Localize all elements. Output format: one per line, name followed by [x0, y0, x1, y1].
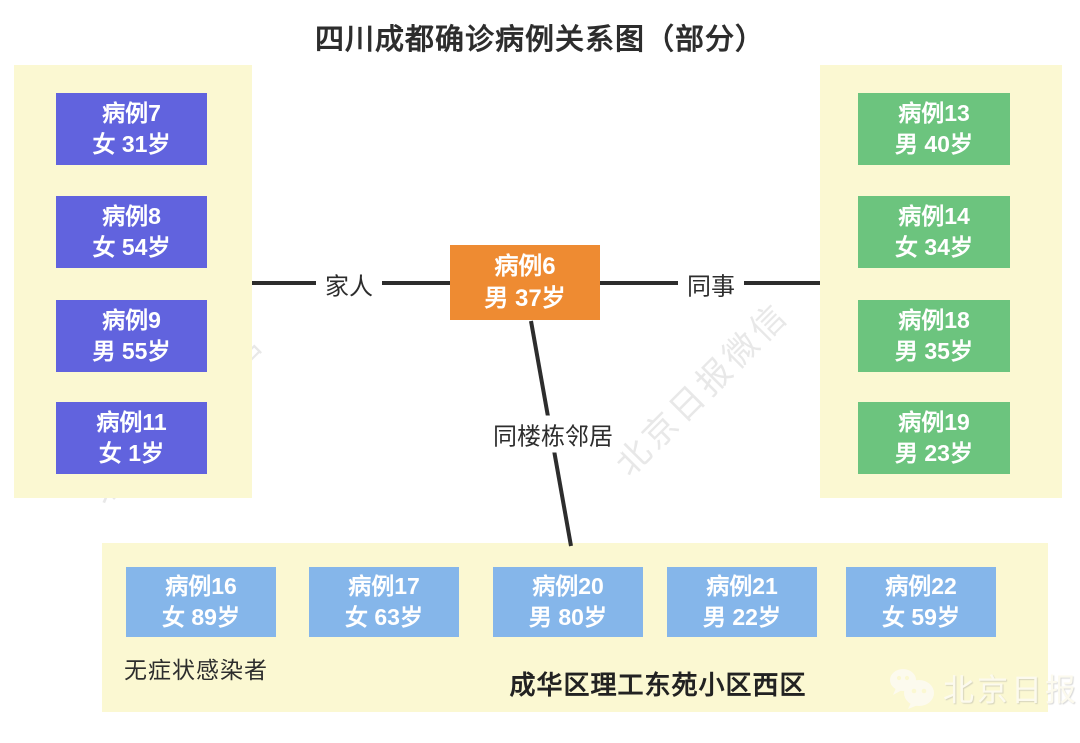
wechat-icon	[890, 668, 934, 709]
case-name: 病例17	[348, 573, 420, 599]
asymptomatic-note: 无症状感染者	[124, 657, 268, 683]
neighbor-edge-label: 同楼栋邻居	[484, 415, 622, 453]
case-detail: 女 31岁	[92, 131, 171, 157]
case-node-16: 病例16 女 89岁	[126, 567, 276, 637]
case-node-14: 病例14 女 34岁	[858, 196, 1010, 268]
case-detail: 女 1岁	[98, 440, 165, 466]
case-node-8: 病例8 女 54岁	[56, 196, 207, 268]
case-name: 病例20	[532, 573, 604, 599]
case-name: 病例14	[898, 203, 970, 229]
family-edge-label: 家人	[316, 265, 382, 303]
case-name: 病例6	[494, 252, 556, 280]
case-node-6: 病例6 男 37岁	[450, 245, 600, 320]
case-detail: 男 22岁	[703, 604, 781, 630]
case-node-13: 病例13 男 40岁	[858, 93, 1010, 165]
case-detail: 男 35岁	[895, 338, 973, 364]
case-node-9: 病例9 男 55岁	[56, 300, 207, 372]
corner-watermark: 北京日报	[888, 665, 1079, 710]
case-detail: 男 23岁	[895, 440, 973, 466]
page-title: 四川成都确诊病例关系图（部分）	[314, 24, 765, 56]
case-detail: 女 63岁	[345, 604, 423, 630]
case-node-11: 病例11 女 1岁	[56, 402, 207, 474]
case-detail: 男 40岁	[895, 131, 973, 157]
case-node-20: 病例20 男 80岁	[493, 567, 643, 637]
case-detail: 女 54岁	[92, 234, 171, 260]
case-detail: 男 80岁	[529, 604, 607, 630]
case-name: 病例9	[102, 307, 161, 333]
case-detail: 男 37岁	[484, 284, 566, 312]
case-node-7: 病例7 女 31岁	[56, 93, 207, 165]
case-name: 病例18	[898, 307, 970, 333]
case-name: 病例21	[706, 573, 778, 599]
case-node-21: 病例21 男 22岁	[667, 567, 817, 637]
case-name: 病例22	[885, 573, 957, 599]
case-node-17: 病例17 女 63岁	[309, 567, 459, 637]
colleague-edge-label: 同事	[678, 265, 744, 303]
case-node-18: 病例18 男 35岁	[858, 300, 1010, 372]
location-note: 成华区理工东苑小区西区	[509, 670, 807, 700]
case-detail: 女 89岁	[162, 604, 240, 630]
case-name: 病例11	[96, 409, 167, 435]
case-name: 病例19	[898, 409, 970, 435]
case-detail: 男 55岁	[92, 338, 171, 364]
case-detail: 女 59岁	[882, 604, 960, 630]
case-name: 病例13	[898, 100, 970, 126]
case-name: 病例16	[165, 573, 237, 599]
case-detail: 女 34岁	[895, 234, 973, 260]
case-name: 病例8	[102, 203, 161, 229]
case-node-19: 病例19 男 23岁	[858, 402, 1010, 474]
case-node-22: 病例22 女 59岁	[846, 567, 996, 637]
case-name: 病例7	[102, 100, 161, 126]
corner-watermark-text: 北京日报	[943, 673, 1079, 708]
